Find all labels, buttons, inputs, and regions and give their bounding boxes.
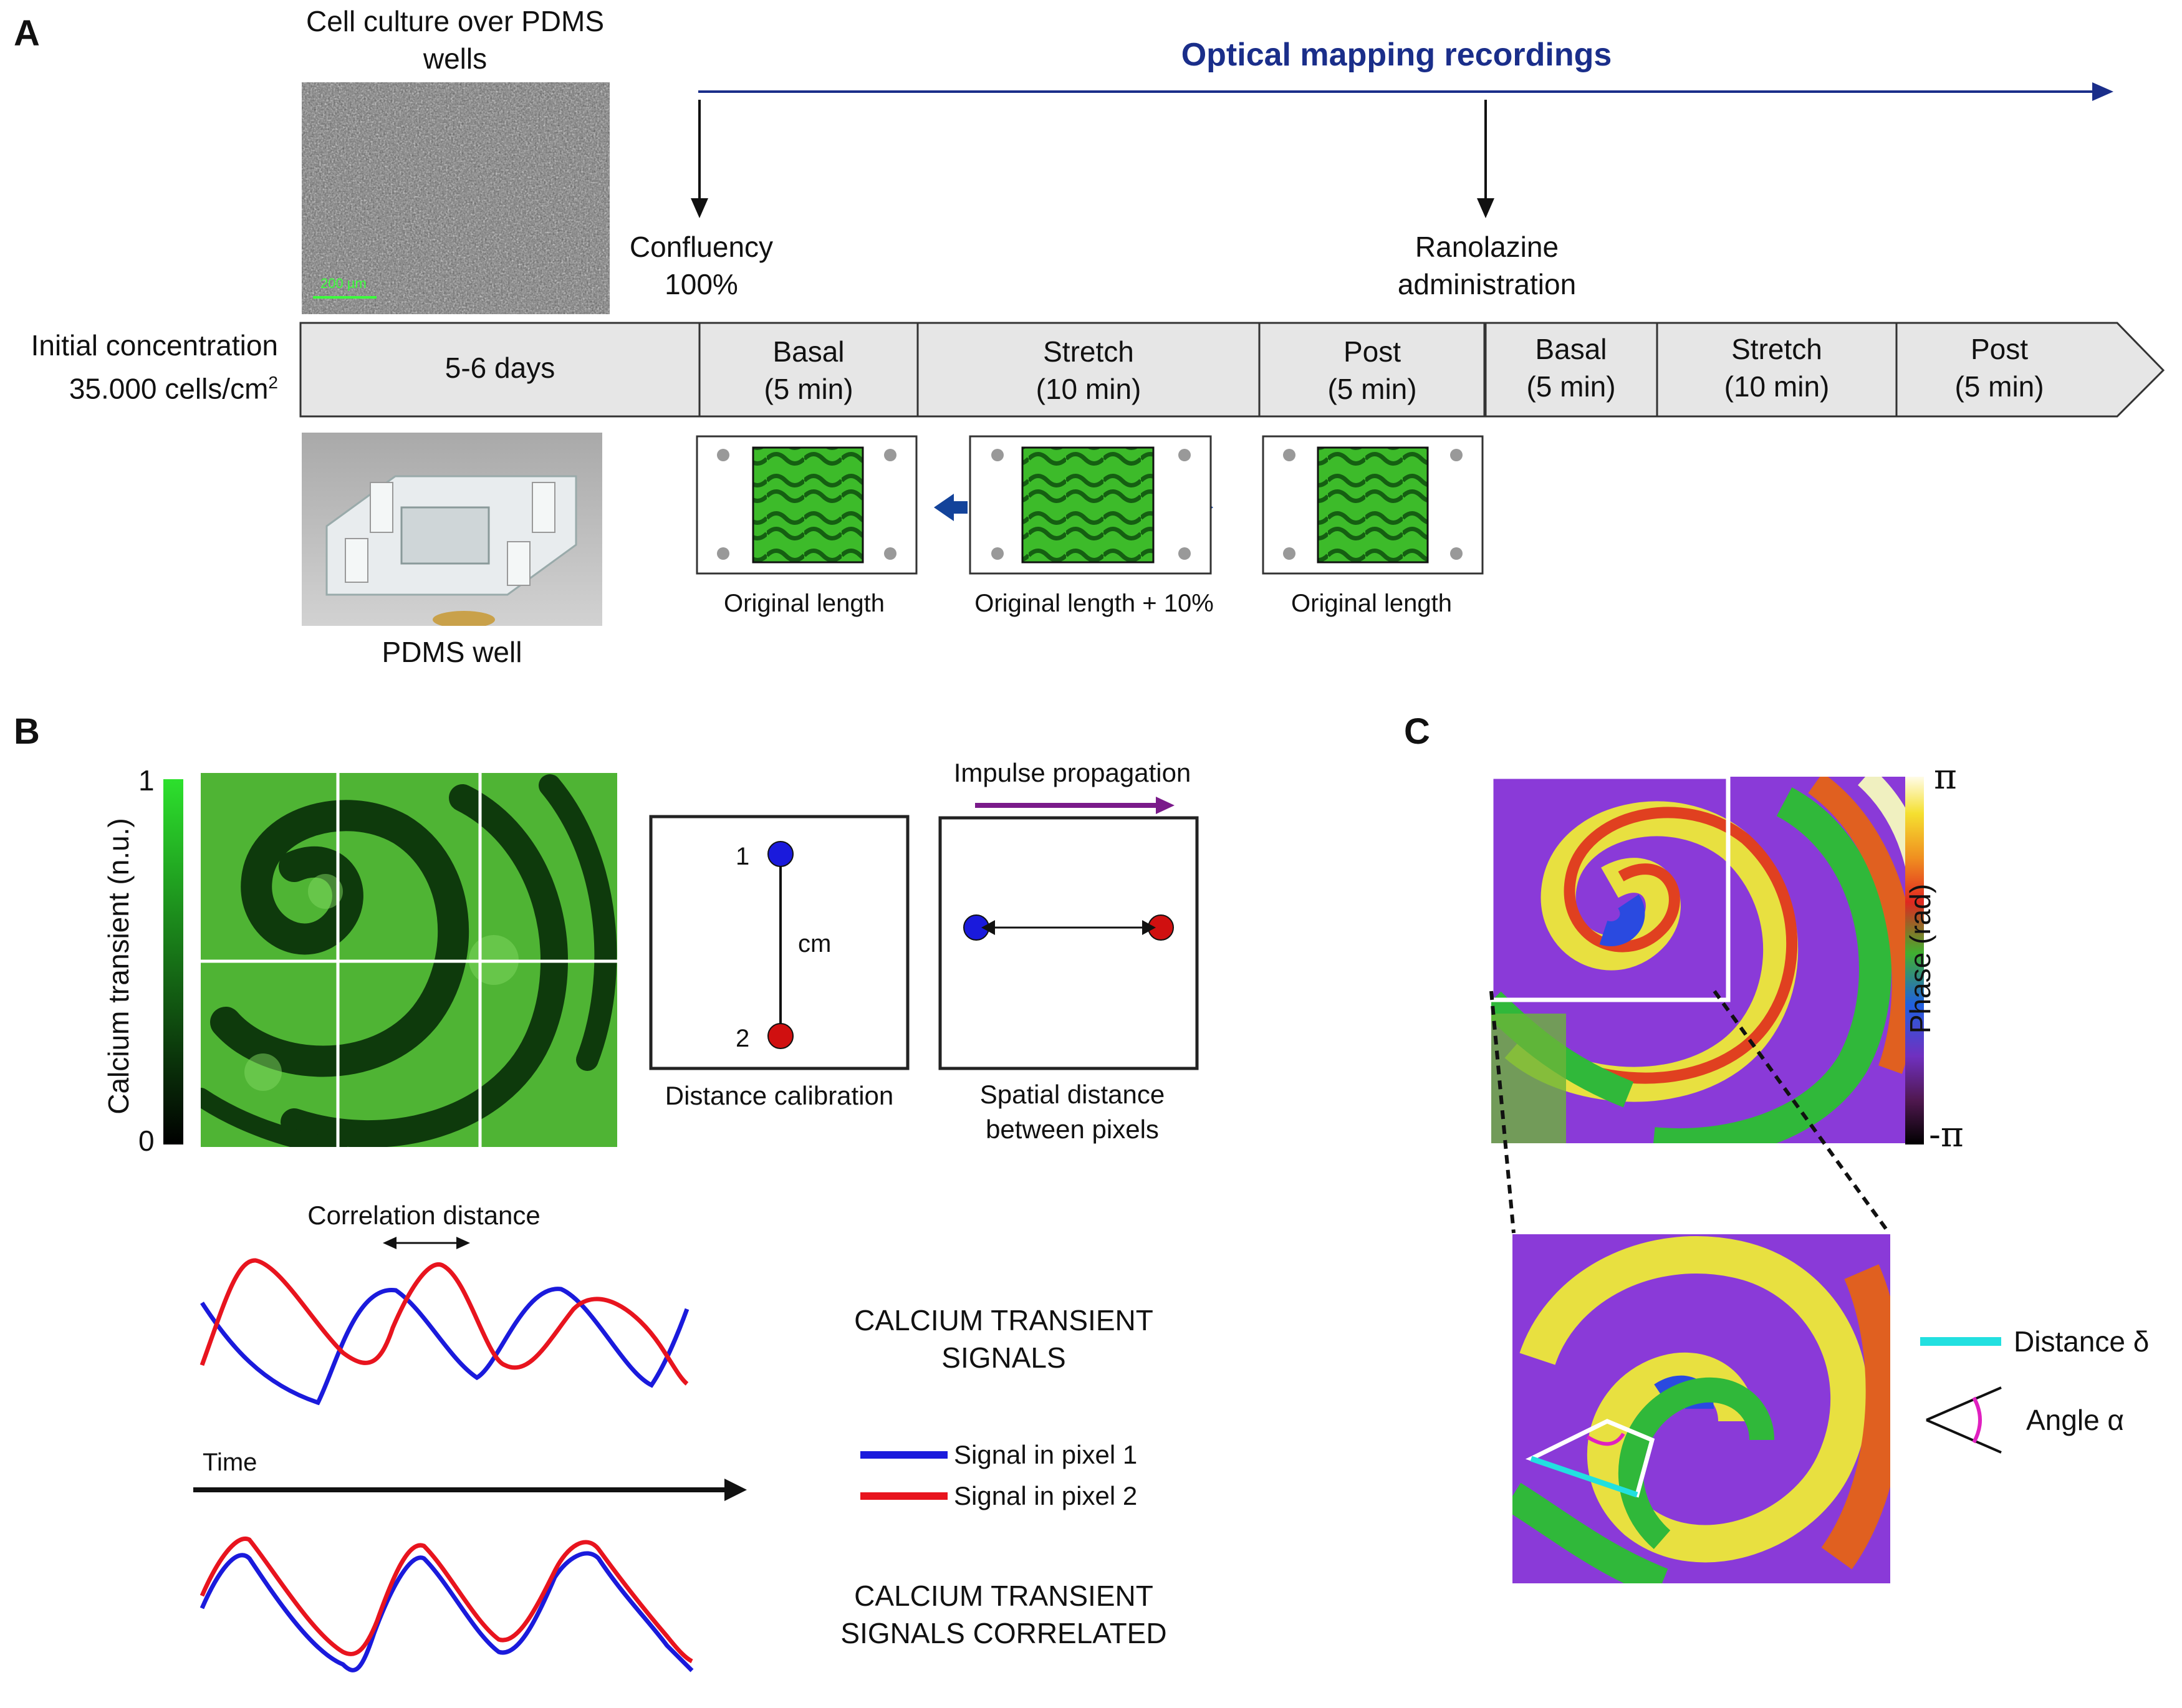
spatial-distance-diagram bbox=[938, 797, 1199, 1070]
point-1-label: 1 bbox=[736, 843, 750, 870]
angle-alpha-arc bbox=[1586, 1432, 1625, 1446]
legend-label-pixel-2: Signal in pixel 2 bbox=[954, 1481, 1138, 1510]
confluency-label: Confluency 100% bbox=[629, 231, 774, 300]
ranolazine-label: Ranolazine administration bbox=[1397, 231, 1577, 300]
colorbar-max-label: 1 bbox=[138, 764, 155, 797]
timeline-segment-stretch-1: Stretch(10 min) bbox=[1036, 335, 1141, 405]
panel-b-letter: B bbox=[14, 711, 40, 752]
distance-calibration-diagram bbox=[649, 815, 910, 1070]
distance-legend-swatch bbox=[1920, 1337, 2001, 1346]
correlation-distance-label: Correlation distance bbox=[307, 1201, 541, 1230]
initial-concentration-line2: 35.000 cells/cm2 bbox=[69, 372, 278, 405]
cell-culture-label: Cell culture over PDMS wells bbox=[305, 5, 605, 75]
angle-legend-icon bbox=[1926, 1386, 2002, 1454]
phase-colorbar bbox=[1905, 777, 1924, 1144]
schematic-post bbox=[1262, 435, 1484, 575]
pixel-1-dot bbox=[767, 841, 794, 867]
cm-label: cm bbox=[798, 930, 832, 957]
schematic-stretch bbox=[969, 435, 1212, 575]
calcium-signal-plots bbox=[193, 1237, 747, 1672]
calcium-transient-map bbox=[191, 773, 617, 1156]
phase-map-zoomed bbox=[1504, 1234, 1903, 1598]
distance-delta-line bbox=[1530, 1456, 1638, 1498]
schematic-basal bbox=[696, 435, 918, 575]
signal-pixel-1-uncorrelated bbox=[200, 1287, 690, 1406]
impulse-propagation-label: Impulse propagation bbox=[953, 758, 1191, 787]
legend-swatch-pixel-1 bbox=[860, 1451, 948, 1459]
caption-original-length-1: Original length bbox=[724, 590, 885, 617]
cell-culture-microscopy-image: 200 µm bbox=[302, 82, 610, 314]
timeline-segment-basal-1: Basal(5 min) bbox=[764, 335, 853, 405]
phase-axis-label: Phase (rad) bbox=[1904, 883, 1936, 1034]
stretch-left-arrow bbox=[934, 494, 968, 521]
signal-pixel-1-correlated bbox=[199, 1551, 694, 1672]
initial-concentration-line1: Initial concentration bbox=[31, 329, 278, 362]
caption-original-length-2: Original length bbox=[1291, 590, 1452, 617]
panel-a-letter: A bbox=[14, 13, 40, 54]
timeline-segment-stretch-2: Stretch(10 min) bbox=[1724, 333, 1830, 403]
point-2-label: 2 bbox=[736, 1025, 750, 1052]
zoom-indicator-lines bbox=[1489, 990, 1891, 1234]
legend-swatch-pixel-2 bbox=[860, 1492, 948, 1500]
scale-bar-label: 200 µm bbox=[320, 276, 367, 291]
signal-pixel-2-correlated bbox=[199, 1537, 693, 1664]
legend-label-pixel-1: Signal in pixel 1 bbox=[954, 1440, 1138, 1469]
pdms-well-photo bbox=[302, 433, 602, 628]
signal-pixel-2-uncorrelated bbox=[199, 1258, 689, 1386]
pdms-well-label: PDMS well bbox=[382, 636, 522, 668]
colorbar-min-label: 0 bbox=[138, 1125, 155, 1157]
calcium-colorbar bbox=[163, 779, 183, 1144]
angle-legend-label: Angle α bbox=[2026, 1404, 2125, 1436]
phase-min-label: -π bbox=[1929, 1115, 1964, 1155]
timeline-segment-post-2: Post(5 min) bbox=[1954, 333, 2044, 403]
pixel-2-dot bbox=[767, 1023, 794, 1049]
panel-a-arrows bbox=[691, 82, 2113, 218]
phase-max-label: π bbox=[1934, 757, 1957, 797]
time-label: Time bbox=[203, 1449, 257, 1476]
panel-c-letter: C bbox=[1404, 711, 1430, 752]
colorbar-axis-label: Calcium transient (n.u.) bbox=[102, 818, 135, 1115]
timeline-segment-basal-2: Basal(5 min) bbox=[1526, 333, 1616, 403]
stretch-schematics bbox=[696, 435, 1484, 575]
distance-calibration-caption: Distance calibration bbox=[665, 1081, 894, 1110]
distance-legend-label: Distance δ bbox=[2014, 1325, 2150, 1358]
caption-original-length-plus: Original length + 10% bbox=[974, 590, 1214, 617]
optical-mapping-title: Optical mapping recordings bbox=[1181, 37, 1612, 73]
timeline-segment-culture: 5-6 days bbox=[445, 352, 555, 384]
timeline-segment-post-1: Post(5 min) bbox=[1327, 335, 1417, 405]
timeline-bar bbox=[299, 322, 2165, 418]
